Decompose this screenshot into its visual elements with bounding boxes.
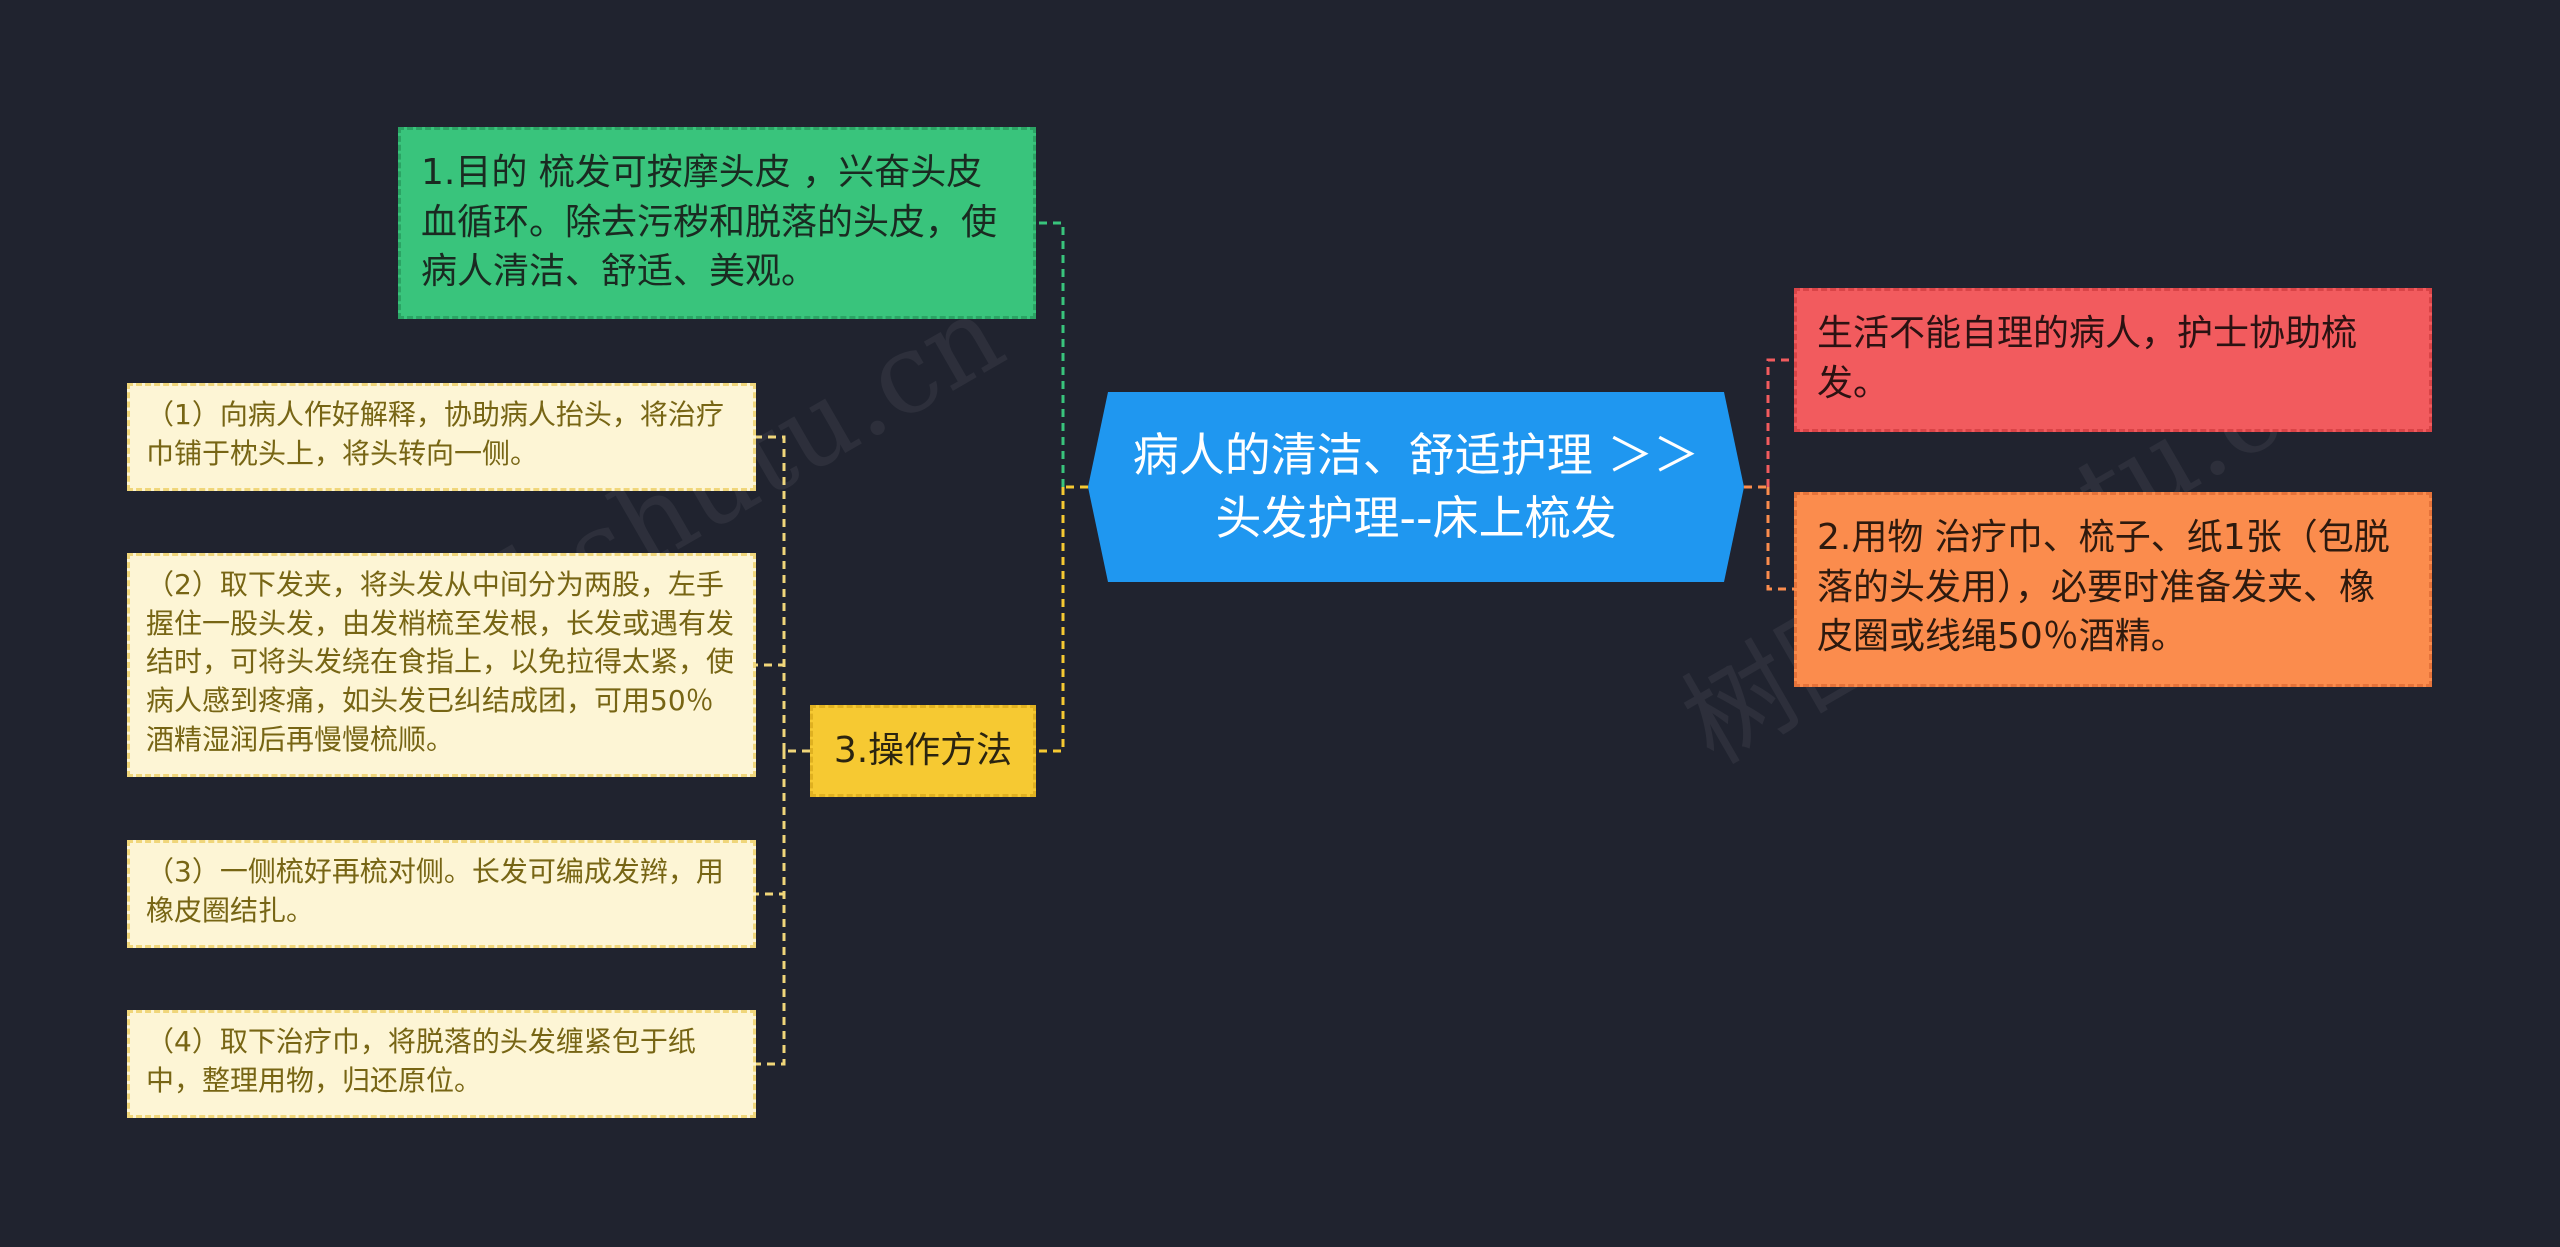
central-topic[interactable]: 病人的清洁、舒适护理 ＞＞头发护理--床上梳发 [1088,392,1744,582]
link-to-method [1036,487,1065,753]
method-step-1[interactable]: （1）向病人作好解释，协助病人抬头，将治疗巾铺于枕头上，将头转向一侧。 [127,383,756,491]
method-step-3[interactable]: （3）一侧梳好再梳对侧。长发可编成发辫，用橡皮圈结扎。 [127,840,756,948]
link-to-supplies [1766,487,1794,591]
method-step-3-text: （3）一侧梳好再梳对侧。长发可编成发辫，用橡皮圈结扎。 [146,855,724,927]
link-step-1 [756,435,786,751]
link-step-2 [756,663,786,751]
topic-supplies-text: 2.用物 治疗巾、梳子、纸1张（包脱落的头发用），必要时准备发夹、橡皮圈或线绳5… [1817,517,2390,658]
link-to-indication [1766,358,1794,487]
topic-indication-text: 生活不能自理的病人，护士协助梳发。 [1817,313,2358,404]
link-step-3 [756,751,786,896]
topic-purpose[interactable]: 1.目的 梳发可按摩头皮 ，兴奋头皮血循环。除去污秽和脱落的头皮，使病人清洁、舒… [398,127,1036,319]
topic-purpose-text: 1.目的 梳发可按摩头皮 ，兴奋头皮血循环。除去污秽和脱落的头皮，使病人清洁、舒… [421,152,998,293]
method-step-1-text: （1）向病人作好解释，协助病人抬头，将治疗巾铺于枕头上，将头转向一侧。 [146,398,724,470]
topic-method[interactable]: 3.操作方法 [810,705,1036,797]
central-topic-text: 病人的清洁、舒适护理 ＞＞头发护理--床上梳发 [1132,428,1700,545]
method-step-2-text: （2）取下发夹，将头发从中间分为两股，左手握住一股头发，由发梢梳至发根，长发或遇… [146,568,735,756]
method-step-2[interactable]: （2）取下发夹，将头发从中间分为两股，左手握住一股头发，由发梢梳至发根，长发或遇… [127,553,756,777]
method-step-4[interactable]: （4）取下治疗巾，将脱落的头发缠紧包于纸中，整理用物，归还原位。 [127,1010,756,1118]
link-to-purpose [1036,221,1065,487]
topic-supplies[interactable]: 2.用物 治疗巾、梳子、纸1张（包脱落的头发用），必要时准备发夹、橡皮圈或线绳5… [1794,492,2432,687]
link-step-4 [756,751,786,1066]
topic-indication[interactable]: 生活不能自理的病人，护士协助梳发。 [1794,288,2432,432]
topic-method-text: 3.操作方法 [833,730,1013,772]
method-step-4-text: （4）取下治疗巾，将脱落的头发缠紧包于纸中，整理用物，归还原位。 [146,1025,696,1097]
